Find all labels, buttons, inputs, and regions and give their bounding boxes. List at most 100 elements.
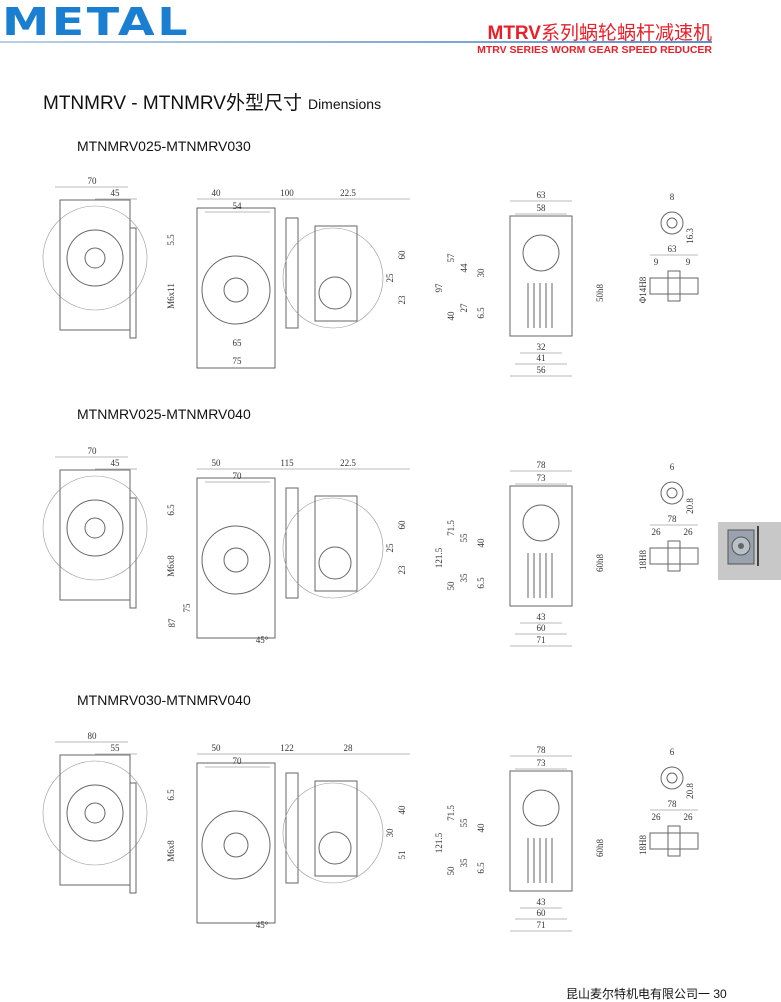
motor-flange-outline bbox=[282, 227, 384, 329]
dimension-label: 40 bbox=[476, 823, 486, 833]
hollow-shaft bbox=[649, 547, 699, 565]
shaft-collar bbox=[667, 825, 681, 857]
dimension-label: 75 bbox=[182, 603, 192, 613]
dimension-label: 6 bbox=[670, 462, 675, 472]
header-divider bbox=[0, 41, 712, 43]
dimension-label: 71.5 bbox=[446, 805, 456, 821]
front-view-housing bbox=[196, 762, 276, 924]
dimension-label: 121.5 bbox=[434, 832, 444, 853]
dimension-label: 87 bbox=[167, 618, 177, 628]
dimension-label: M6x8 bbox=[166, 555, 176, 577]
dimension-label: 23 bbox=[397, 295, 407, 305]
dimension-label: 26 bbox=[652, 527, 662, 537]
dimension-label: 121.5 bbox=[434, 547, 444, 568]
motor-housing bbox=[314, 780, 358, 877]
dimension-label: 6.5 bbox=[166, 504, 176, 516]
dimension-label: 45° bbox=[256, 920, 269, 930]
side-view-housing bbox=[59, 754, 131, 886]
dimension-label: 56 bbox=[537, 365, 547, 375]
dimension-label: 60 bbox=[397, 250, 407, 260]
dimension-label: 80 bbox=[88, 731, 98, 741]
end-view-flange bbox=[522, 504, 560, 542]
dimension-label: 60 bbox=[537, 908, 547, 918]
page-title-main: MTNMRV - MTNMRV外型尺寸 bbox=[43, 93, 302, 114]
front-view-housing bbox=[196, 477, 276, 639]
dimension-label: 70 bbox=[233, 756, 243, 766]
front-view-bore bbox=[223, 277, 249, 303]
dimension-label: 45 bbox=[111, 458, 121, 468]
side-view-outline bbox=[42, 760, 148, 866]
side-tab[interactable] bbox=[718, 522, 781, 580]
header-title-bold: MTRV bbox=[487, 23, 541, 44]
dimension-label: 78 bbox=[537, 745, 547, 755]
dimension-label: 28 bbox=[344, 743, 354, 753]
side-view-housing bbox=[59, 199, 131, 331]
dimension-label: 71.5 bbox=[446, 520, 456, 536]
dimension-label: 54 bbox=[233, 201, 243, 211]
dimension-label: 22.5 bbox=[340, 188, 356, 198]
dimension-label: 23 bbox=[397, 565, 407, 575]
dimension-label: 60h8 bbox=[595, 554, 605, 573]
front-view-flange bbox=[201, 810, 271, 880]
dimension-label: 58 bbox=[537, 203, 547, 213]
motor-bore bbox=[318, 546, 352, 580]
side-view-gear bbox=[66, 499, 124, 557]
motor-bore bbox=[318, 831, 352, 865]
front-view-bore bbox=[223, 832, 249, 858]
front-view-flange bbox=[201, 255, 271, 325]
dimension-label: 71 bbox=[537, 920, 546, 930]
dimension-label: 6.5 bbox=[476, 577, 486, 589]
dimension-label: 50 bbox=[212, 458, 222, 468]
page-title: MTNMRV - MTNMRV外型尺寸 Dimensions bbox=[43, 88, 381, 115]
dimension-label: 60h8 bbox=[595, 839, 605, 858]
front-view-housing bbox=[196, 207, 276, 369]
motor-flange bbox=[285, 487, 299, 599]
side-view-shaft bbox=[84, 247, 106, 269]
dimension-label: 100 bbox=[280, 188, 294, 198]
end-view-flange bbox=[522, 234, 560, 272]
dimension-label: 70 bbox=[88, 446, 98, 456]
dimension-label: 63 bbox=[537, 190, 547, 200]
dimension-label: 65 bbox=[233, 338, 243, 348]
dimension-label: 26 bbox=[652, 812, 662, 822]
dimension-label: 9 bbox=[654, 257, 659, 267]
dimension-label: 6.5 bbox=[476, 862, 486, 874]
dimension-label: 122 bbox=[280, 743, 294, 753]
side-view-gear bbox=[66, 784, 124, 842]
header-subtitle: MTRV SERIES WORM GEAR SPEED REDUCER bbox=[477, 44, 712, 56]
dimension-label: 50h8 bbox=[595, 284, 605, 303]
dimension-label: 75 bbox=[233, 356, 243, 366]
footer: 昆山麦尔特机电有限公司一 30 bbox=[566, 985, 727, 1002]
dimension-label: 26 bbox=[684, 527, 694, 537]
dimension-label: 78 bbox=[537, 460, 547, 470]
dimension-label: 50 bbox=[212, 743, 222, 753]
motor-housing bbox=[314, 495, 358, 592]
dimension-label: 35 bbox=[459, 858, 469, 868]
dimension-label: 55 bbox=[459, 818, 469, 828]
side-view-outline bbox=[42, 475, 148, 581]
dimension-label: 50 bbox=[446, 866, 456, 876]
end-view-housing bbox=[509, 770, 573, 892]
end-view-housing bbox=[509, 215, 573, 337]
front-view-flange bbox=[201, 525, 271, 595]
dimension-label: 60 bbox=[537, 623, 547, 633]
dimension-label: 71 bbox=[537, 635, 546, 645]
dimension-label: 70 bbox=[88, 176, 98, 186]
dimension-label: 32 bbox=[537, 342, 546, 352]
motor-flange bbox=[285, 217, 299, 329]
dimension-label: 9 bbox=[686, 257, 691, 267]
page-title-en: Dimensions bbox=[307, 96, 382, 112]
dimension-label: 40 bbox=[476, 538, 486, 548]
shaft-section bbox=[660, 481, 684, 505]
dimension-label: 27 bbox=[459, 303, 469, 313]
dimension-label: 63 bbox=[668, 244, 678, 254]
header-title: MTRV系列蜗轮蜗杆减速机 bbox=[488, 18, 713, 45]
dimension-label: 26 bbox=[684, 812, 694, 822]
dimension-label: 78 bbox=[668, 799, 678, 809]
dimension-label: 35 bbox=[459, 573, 469, 583]
dimension-label: 73 bbox=[537, 473, 547, 483]
dimension-label: 22.5 bbox=[340, 458, 356, 468]
